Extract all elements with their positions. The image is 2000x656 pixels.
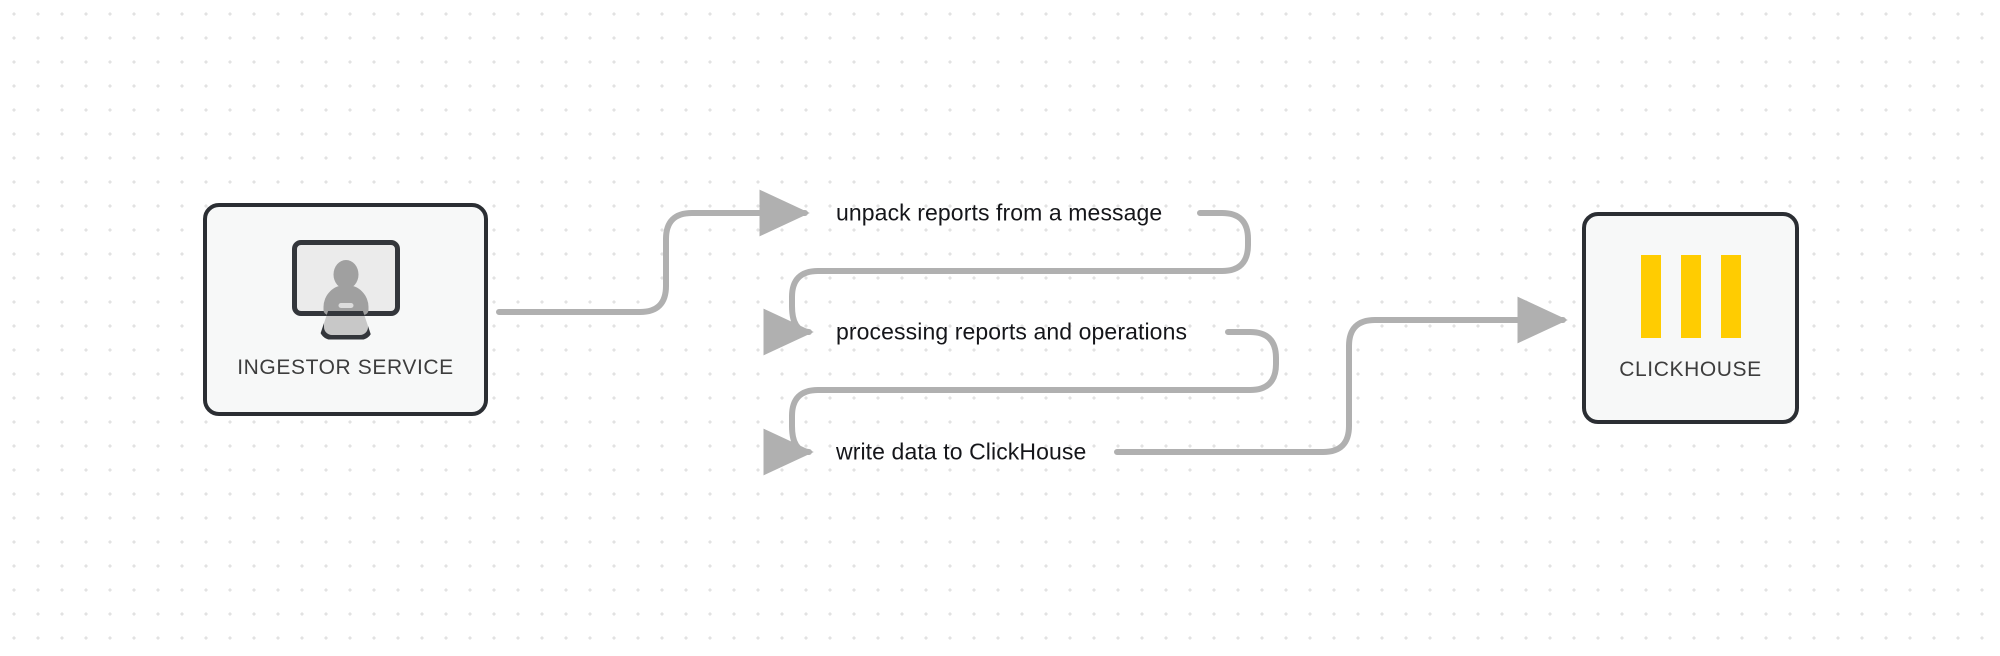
clickhouse-bar-3	[1720, 254, 1741, 338]
node-clickhouse-label: CLICKHOUSE	[1619, 357, 1762, 381]
edge-label-unpack-reports: unpack reports from a message	[836, 199, 1163, 226]
monitor-screen-icon	[291, 239, 400, 316]
monitor-notch-icon	[338, 302, 353, 308]
monitor-user-icon	[290, 239, 402, 340]
edge-unpack-to-processing	[763, 210, 1251, 356]
edge-label-processing-reports: processing reports and operations	[836, 318, 1188, 345]
clickhouse-bar-2	[1680, 254, 1701, 338]
node-clickhouse[interactable]: CLICKHOUSE	[1582, 212, 1799, 424]
node-ingestor-service-label: INGESTOR SERVICE	[237, 355, 454, 379]
clickhouse-bar-1	[1640, 254, 1661, 338]
person-head-icon	[333, 259, 358, 289]
node-ingestor-service[interactable]: INGESTOR SERVICE	[203, 203, 488, 416]
edge-processing-to-write	[763, 329, 1279, 476]
edge-ingestor-to-unpack	[496, 189, 810, 315]
person-body-icon	[323, 284, 368, 315]
monitor-stand-icon	[318, 310, 373, 340]
edge-label-write-data: write data to ClickHouse	[836, 438, 1087, 465]
clickhouse-bars-icon	[1640, 254, 1741, 338]
